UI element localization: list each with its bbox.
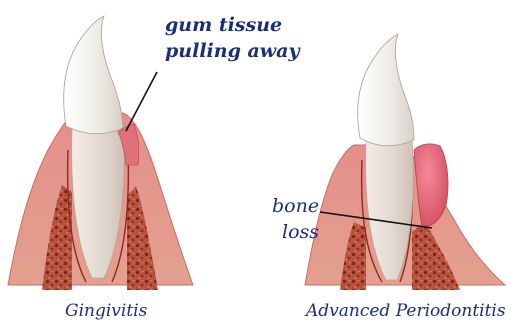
periodontitis-crown xyxy=(358,34,414,146)
gum-tissue-callout-line xyxy=(126,72,157,131)
gum-tissue-callout-line1: gum tissue xyxy=(165,14,282,36)
periodontitis-panel xyxy=(305,34,505,290)
bone-loss-callout-line2: loss xyxy=(282,221,319,243)
periodontitis-caption: Advanced Periodontitis xyxy=(304,301,506,321)
gingivitis-crown xyxy=(64,16,123,134)
gum-tissue-callout-line2: pulling away xyxy=(165,40,301,62)
bone-loss-callout-line1: bone xyxy=(272,195,319,217)
gingivitis-caption: Gingivitis xyxy=(65,301,148,321)
